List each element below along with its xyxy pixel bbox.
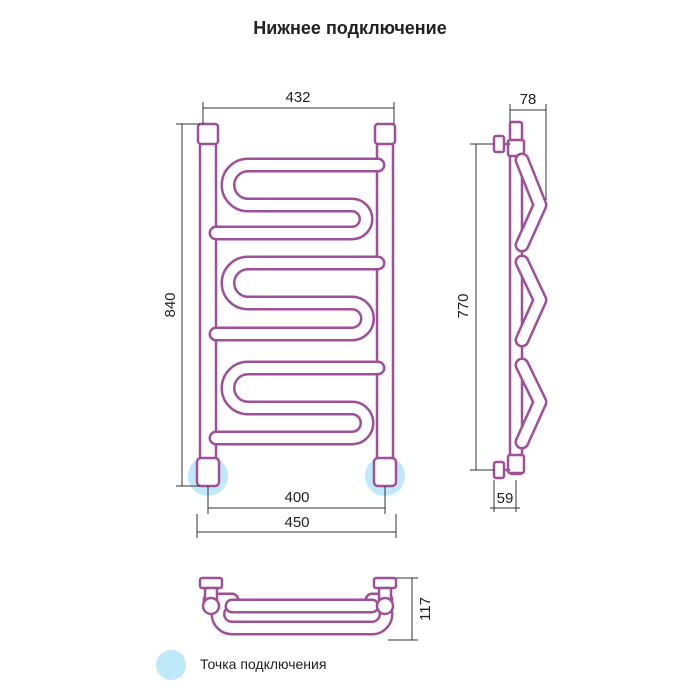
left-cap bbox=[196, 122, 220, 146]
bottom-left-valve bbox=[198, 576, 224, 590]
diagram-title: Нижнее подключение bbox=[253, 18, 447, 38]
bottom-view: 117 bbox=[198, 576, 434, 641]
dim-axis-distance: 400 bbox=[284, 489, 309, 506]
top-valve bbox=[492, 134, 506, 154]
legend-connection-dot bbox=[156, 650, 186, 680]
dim-height-total: 840 bbox=[162, 292, 179, 317]
right-fitting bbox=[372, 456, 398, 488]
bottom-valve bbox=[492, 460, 506, 480]
left-post bbox=[198, 126, 218, 475]
left-fitting bbox=[195, 456, 221, 488]
front-view: 432 840 400 450 bbox=[162, 89, 398, 538]
right-post bbox=[375, 126, 395, 475]
right-cap bbox=[373, 122, 397, 146]
dim-width-total: 450 bbox=[284, 514, 309, 531]
dim-width-top: 432 bbox=[285, 89, 310, 106]
dim-wall-offset: 59 bbox=[497, 490, 514, 507]
bottom-right-valve bbox=[372, 576, 398, 590]
dim-bottom-depth: 117 bbox=[417, 597, 434, 621]
dim-depth: 78 bbox=[520, 91, 537, 108]
dim-axis-height: 770 bbox=[455, 293, 472, 318]
side-view: 78 770 59 bbox=[455, 91, 548, 512]
legend-label: Точка подключения bbox=[200, 656, 327, 672]
